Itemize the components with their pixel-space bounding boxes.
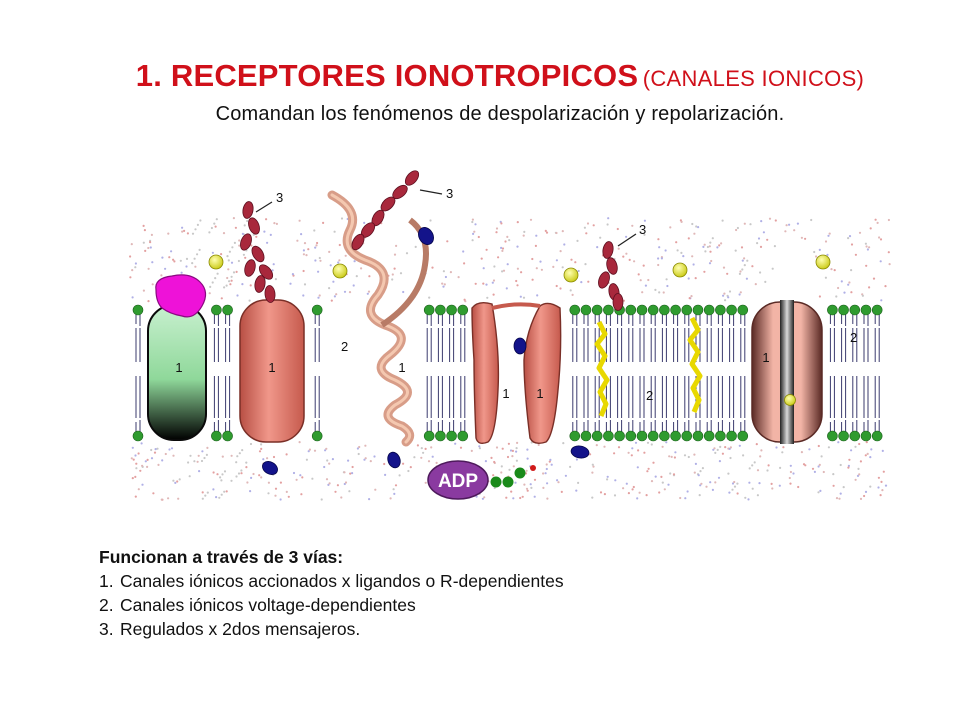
phosphate-spark <box>530 465 536 471</box>
chain-middle <box>351 170 420 251</box>
page-subtitle: Comandan los fenómenos de despolarizació… <box>215 103 785 125</box>
label-2: 2 <box>850 330 857 345</box>
ligand-shape <box>155 274 207 318</box>
label-1: 1 <box>502 386 509 401</box>
voltage-channel: 1 1 <box>471 301 562 445</box>
item-text: Regulados x 2dos mensajeros. <box>120 619 361 639</box>
pore-channel: 1 <box>751 300 823 444</box>
info-heading: Funcionan a través de 3 vías: <box>99 547 344 567</box>
item-number: 3. <box>99 619 114 639</box>
info-list: 1. Canales iónicos accionados x ligandos … <box>99 569 564 641</box>
page-title: 1. RECEPTORES IONOTROPICOS (CANALES IONI… <box>0 58 960 94</box>
blue-ions <box>262 227 590 475</box>
ion-in-pore <box>784 394 796 406</box>
item-number: 1. <box>99 571 114 591</box>
extracellular-dots <box>129 217 891 501</box>
label-3: 3 <box>276 190 283 205</box>
chain-right <box>598 241 624 311</box>
label-1: 1 <box>398 360 405 375</box>
label-1: 1 <box>268 360 275 375</box>
info-block: Funcionan a través de 3 vías: 1. Canales … <box>99 545 564 641</box>
label-3: 3 <box>639 222 646 237</box>
label-3: 3 <box>446 186 453 201</box>
label-1: 1 <box>762 350 769 365</box>
title-main: 1. RECEPTORES IONOTROPICOS <box>135 58 639 93</box>
chain-left <box>240 201 276 303</box>
list-item: 3. Regulados x 2dos mensajeros. <box>99 617 564 641</box>
label-1: 1 <box>536 386 543 401</box>
adp-molecule: ADP <box>427 460 536 500</box>
item-text: Canales iónicos accionados x ligandos o … <box>120 571 564 591</box>
lipid-strands <box>594 316 703 417</box>
ion-channel-diagram: 1 1 1 1 1 1 2 2 2 <box>129 170 891 501</box>
item-number: 2. <box>99 595 114 615</box>
item-text: Canales iónicos voltage-dependientes <box>120 595 416 615</box>
label-1: 1 <box>175 360 182 375</box>
list-item: 1. Canales iónicos accionados x ligandos … <box>99 569 564 593</box>
yellow-ions <box>208 254 831 283</box>
list-item: 2. Canales iónicos voltage-dependientes <box>99 593 564 617</box>
label-2: 2 <box>341 339 348 354</box>
adp-label: ADP <box>438 471 478 492</box>
lipid-bilayer <box>132 304 883 442</box>
title-sub: (CANALES IONICOS) <box>642 66 865 91</box>
ligand-gated-channel: 1 <box>147 274 207 441</box>
label-2: 2 <box>646 388 653 403</box>
helix-receptor: 1 <box>327 190 429 447</box>
pink-channel: 1 <box>239 299 305 443</box>
